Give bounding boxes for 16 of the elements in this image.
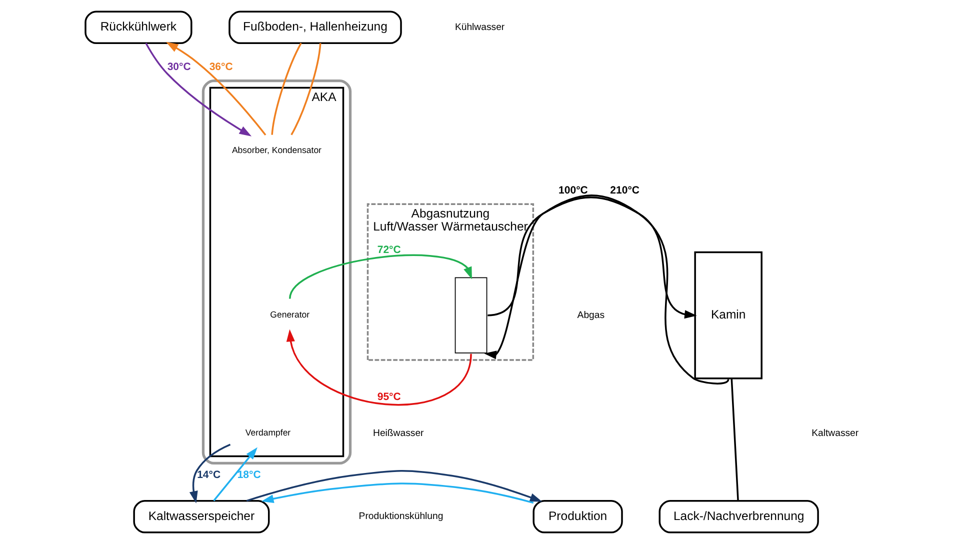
label: Kaltwasser	[812, 428, 859, 439]
label: Abgas	[577, 310, 605, 321]
edge-label: 95°C	[377, 390, 401, 403]
node-text: Absorber, Kondensator	[232, 144, 322, 155]
node-text: Generator	[270, 310, 310, 320]
node-text: Verdampfer	[245, 428, 291, 438]
edge-label: 100°C	[558, 184, 588, 196]
label: Produktionskühlung	[358, 511, 444, 522]
edge-label: 18°C	[237, 468, 261, 481]
edge-label: 36°C	[209, 60, 233, 73]
edge-label: 72°C	[377, 244, 401, 256]
label: Heißwasser	[373, 428, 424, 439]
label: Kühlwasser	[454, 22, 505, 33]
edge-label: 30°C	[167, 60, 191, 73]
edge-label: 14°C	[197, 468, 221, 481]
edge-label: 210°C	[610, 184, 640, 196]
